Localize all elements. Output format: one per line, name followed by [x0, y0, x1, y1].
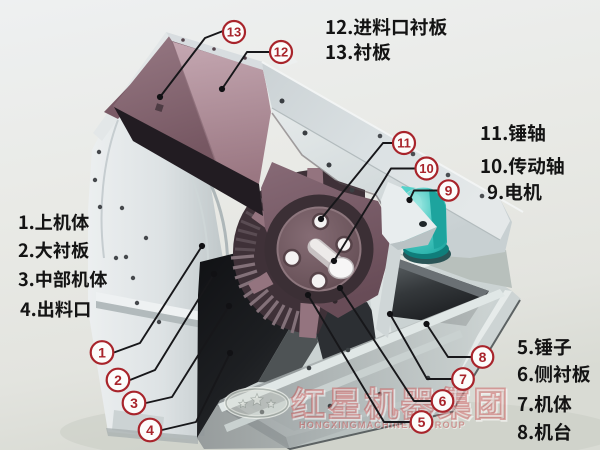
svg-text:12: 12	[274, 45, 288, 60]
svg-text:7: 7	[459, 371, 467, 387]
svg-text:HONGXINGMACHINERY GROUP: HONGXINGMACHINERY GROUP	[300, 421, 467, 431]
svg-text:10: 10	[419, 161, 433, 176]
svg-text:5: 5	[418, 414, 426, 430]
svg-text:13: 13	[227, 25, 241, 40]
svg-text:3: 3	[130, 395, 138, 411]
svg-text:6: 6	[439, 393, 447, 409]
svg-text:11: 11	[397, 136, 411, 151]
svg-text:2: 2	[114, 372, 122, 388]
svg-text:1: 1	[98, 345, 106, 361]
svg-text:4: 4	[146, 422, 154, 438]
svg-text:HONGXINGMACHINERY GROUP: HONGXINGMACHINERY GROUP	[299, 420, 466, 430]
svg-text:9: 9	[445, 183, 453, 199]
svg-text:8: 8	[479, 349, 487, 365]
